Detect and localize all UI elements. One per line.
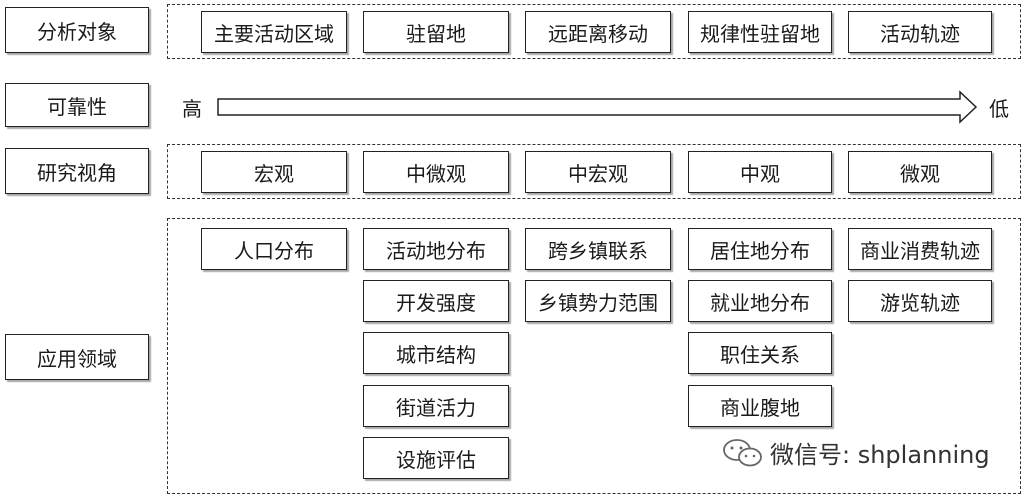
row-label-reliability: 可靠性 bbox=[5, 83, 149, 127]
app-commercial-consumption-trajectory: 商业消费轨迹 bbox=[848, 228, 992, 270]
perspective-micro: 微观 bbox=[848, 151, 992, 193]
watermark-text: 微信号: shplanning bbox=[770, 441, 990, 469]
app-township-influence-range: 乡镇势力范围 bbox=[525, 280, 671, 322]
app-facility-evaluation: 设施评估 bbox=[363, 437, 509, 479]
object-long-distance-movement: 远距离移动 bbox=[525, 11, 671, 53]
row-label-analysis-object: 分析对象 bbox=[5, 7, 149, 53]
app-tour-trajectory: 游览轨迹 bbox=[848, 280, 992, 322]
research-perspective-group bbox=[167, 144, 1021, 199]
watermark: 微信号: shplanning bbox=[722, 435, 990, 470]
object-dwelling-place: 驻留地 bbox=[363, 11, 509, 53]
analysis-object-group bbox=[167, 4, 1021, 59]
perspective-macro: 宏观 bbox=[201, 151, 347, 193]
reliability-arrow-icon bbox=[217, 90, 978, 124]
app-residence-distribution: 居住地分布 bbox=[688, 228, 832, 270]
object-main-activity-area: 主要活动区域 bbox=[201, 11, 347, 53]
app-jobs-housing-relation: 职住关系 bbox=[688, 332, 832, 374]
app-population-distribution: 人口分布 bbox=[201, 228, 347, 270]
object-regular-dwelling-place: 规律性驻留地 bbox=[688, 11, 832, 53]
app-employment-distribution: 就业地分布 bbox=[688, 280, 832, 322]
object-activity-trajectory: 活动轨迹 bbox=[848, 11, 992, 53]
app-street-vitality: 街道活力 bbox=[363, 385, 509, 427]
wechat-icon bbox=[723, 438, 762, 466]
app-cross-township-connection: 跨乡镇联系 bbox=[525, 228, 671, 270]
app-urban-structure: 城市结构 bbox=[363, 332, 509, 374]
perspective-meso-macro: 中宏观 bbox=[525, 151, 671, 193]
application-field-group bbox=[167, 218, 1021, 494]
app-commercial-hinterland: 商业腹地 bbox=[688, 385, 832, 427]
app-development-intensity: 开发强度 bbox=[363, 280, 509, 322]
row-label-research-perspective: 研究视角 bbox=[5, 148, 149, 194]
reliability-high-label: 高 bbox=[182, 97, 202, 121]
perspective-meso-micro: 中微观 bbox=[363, 151, 509, 193]
app-activity-place-distribution: 活动地分布 bbox=[363, 228, 509, 270]
reliability-low-label: 低 bbox=[989, 97, 1009, 121]
row-label-application-field: 应用领域 bbox=[5, 334, 149, 380]
perspective-meso: 中观 bbox=[688, 151, 832, 193]
